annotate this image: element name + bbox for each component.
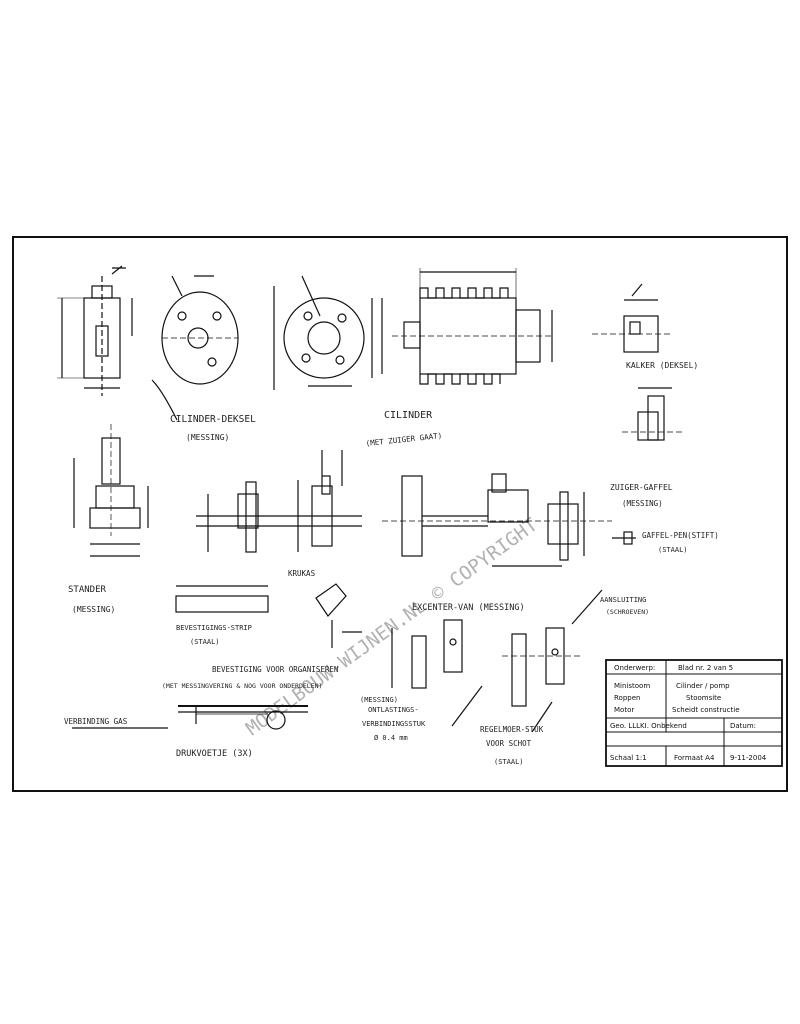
label-ketel: KALKER (DEKSEL) bbox=[626, 361, 698, 370]
label-ontlasting-dim: Ø 0.4 mm bbox=[374, 734, 408, 742]
floor-mount-view bbox=[72, 705, 308, 730]
cylinder-cover-front-view bbox=[151, 275, 239, 421]
label-zuiger-gaffel: ZUIGER-GAFFEL bbox=[610, 483, 673, 492]
title-block-r3c1: Roppen bbox=[614, 694, 640, 702]
title-block: Onderwerp: Blad nr. 2 van 5 Ministoom Ci… bbox=[605, 659, 783, 767]
label-gaffel-pen: GAFFEL-PEN(STIFT) bbox=[642, 531, 719, 540]
title-block-r4c1: Motor bbox=[614, 706, 634, 714]
sheet-border bbox=[12, 236, 788, 792]
finned-cylinder-view bbox=[381, 268, 553, 385]
title-block-r1c1: Onderwerp: bbox=[614, 664, 655, 672]
label-cilinder-deksel: CILINDER-DEKSEL bbox=[170, 414, 256, 425]
title-block-r6c2: Formaat A4 bbox=[674, 754, 715, 762]
title-block-r4c2: Scheidt constructie bbox=[672, 706, 740, 714]
label-cilinder: CILINDER bbox=[384, 410, 433, 421]
label-ontlasting-2: VERBINDINGSSTUK bbox=[362, 720, 426, 728]
cylinder-disc-view bbox=[273, 275, 373, 390]
piston-assembly-view bbox=[382, 473, 612, 567]
label-bevestiging-vloer-note: (MET MESSINGVERING & NOG VOOR ONDERDELEN… bbox=[162, 682, 322, 690]
cylinder-cover-side-view bbox=[57, 265, 133, 396]
title-block-r5c2: Datum: bbox=[730, 722, 756, 730]
title-block-r6c1: Schaal 1:1 bbox=[610, 754, 647, 762]
crankshaft-view bbox=[196, 450, 362, 553]
label-gaffel-pen-mat: (STAAL) bbox=[658, 546, 688, 554]
title-block-r2c2: Cilinder / pomp bbox=[676, 682, 730, 690]
label-bevestiging-vloer: BEVESTIGING VOOR ORGANISEREN bbox=[212, 665, 338, 674]
label-ontlasting: ONTLASTINGS- bbox=[368, 706, 419, 714]
mounting-strip-view bbox=[175, 583, 362, 648]
label-cilinder-mat: (MET ZUIGER GAAT) bbox=[365, 431, 442, 448]
label-cilinder-deksel-mat: (MESSING) bbox=[186, 433, 229, 442]
stander-view bbox=[73, 424, 149, 557]
label-stander-mat: (MESSING) bbox=[72, 605, 115, 614]
label-regelstuk-mat: (STAAL) bbox=[494, 758, 524, 766]
label-aansluiting: AANSLUITING bbox=[600, 596, 646, 604]
small-block-view bbox=[592, 283, 672, 353]
title-block-r5c1: Geo. LLLKI. Onbekend bbox=[610, 722, 687, 730]
label-krukas: KRUKAS bbox=[288, 569, 316, 578]
title-block-r2c1: Ministoom bbox=[614, 682, 650, 690]
label-aansluiting-2: (SCHROEVEN) bbox=[606, 608, 649, 616]
label-stander: STANDER bbox=[68, 585, 107, 595]
label-excenter: EXCENTER-VAN (MESSING) bbox=[412, 603, 525, 613]
technical-drawing-sheet: MODELBOUW-WIJNEN.NL © COPYRIGHT bbox=[12, 236, 788, 792]
label-verbinding-gas: VERBINDING GAS bbox=[64, 717, 128, 726]
piston-fork-view bbox=[622, 387, 682, 441]
fork-pin-view bbox=[612, 531, 636, 545]
title-block-r3c2: Stoomsite bbox=[686, 694, 721, 702]
drawing-canvas: MODELBOUW-WIJNEN.NL © COPYRIGHT bbox=[12, 236, 788, 792]
label-drukvoetje: DRUKVOETJE (3X) bbox=[176, 749, 253, 759]
label-bevestigingsstrip: BEVESTIGINGS-STRIP bbox=[176, 624, 252, 632]
title-block-r1c2: Blad nr. 2 van 5 bbox=[678, 664, 733, 672]
title-block-r6c3: 9-11-2004 bbox=[730, 754, 767, 762]
label-bevestiging-vloer-mat: (MESSING) bbox=[360, 696, 398, 704]
label-bevestigingsstrip-mat: (STAAL) bbox=[190, 638, 220, 646]
eccentric-parts-view bbox=[391, 589, 603, 733]
label-regelstuk-2: VOOR SCHOT bbox=[486, 739, 532, 748]
label-regelstuk: REGELMOER-STUK bbox=[480, 725, 544, 734]
label-zuiger-gaffel-mat: (MESSING) bbox=[622, 499, 663, 508]
